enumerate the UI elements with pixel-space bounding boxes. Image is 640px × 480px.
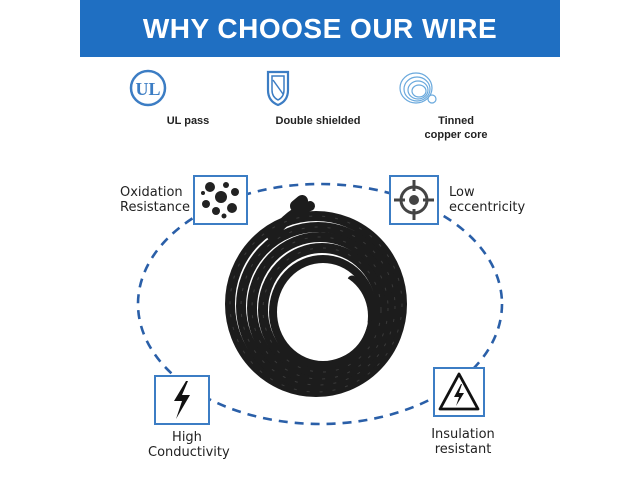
conductivity-icon-box: [154, 375, 210, 425]
feature-ul-pass: UL UL pass: [128, 68, 248, 128]
crosshair-target-icon: [391, 177, 437, 223]
banner-title: WHY CHOOSE OUR WIRE: [142, 12, 498, 44]
oxidation-label: Oxidation Resistance: [120, 185, 191, 215]
svg-text:UL: UL: [135, 79, 160, 99]
feature-double-shielded: Double shielded: [258, 68, 378, 128]
feature-label: UL pass: [166, 115, 210, 127]
insulation-icon-box: [433, 367, 485, 417]
feature-tinned-copper: Tinned copper core: [396, 68, 516, 142]
oxidation-icon-box: [193, 175, 248, 225]
high-voltage-warning-icon: [435, 369, 483, 415]
shield-icon: [258, 68, 378, 108]
copper-coil-icon: [396, 68, 516, 108]
eccentricity-icon-box: [389, 175, 439, 225]
insulation-label: Insulation resistant: [431, 427, 495, 457]
feature-label: Double shielded: [275, 115, 361, 127]
wire-coil-image: [225, 195, 407, 397]
feature-label: Tinned copper core: [424, 115, 488, 141]
conductivity-label: High Conductivity: [148, 430, 230, 460]
title-banner: WHY CHOOSE OUR WIRE: [80, 0, 560, 57]
ul-certification-icon: UL: [128, 68, 248, 108]
oxidation-dots-icon: [195, 177, 246, 223]
eccentricity-label: Low eccentricity: [449, 185, 526, 215]
lightning-bolt-icon: [156, 377, 208, 423]
